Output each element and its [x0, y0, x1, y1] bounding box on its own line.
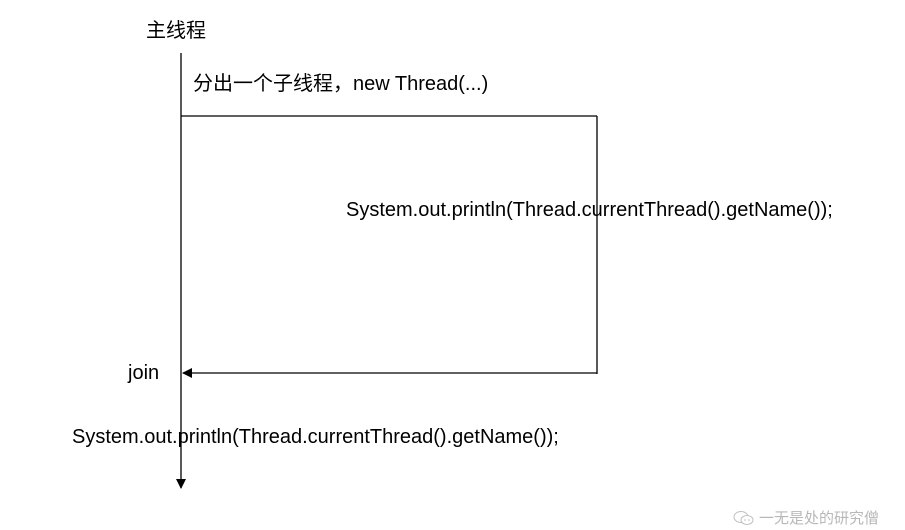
watermark-text: 一无是处的研究僧 [759, 510, 880, 527]
main-print-label: System.out.println(Thread.currentThread(… [72, 426, 559, 448]
child-print-label: System.out.println(Thread.currentThread(… [346, 199, 833, 221]
watermark: 一无是处的研究僧 [733, 507, 879, 528]
join-label: join [128, 362, 160, 384]
main-thread-label: 主线程 [146, 20, 206, 42]
fork-label: 分出一个子线程，new Thread(...) [193, 73, 489, 95]
wechat-icon [733, 510, 754, 525]
